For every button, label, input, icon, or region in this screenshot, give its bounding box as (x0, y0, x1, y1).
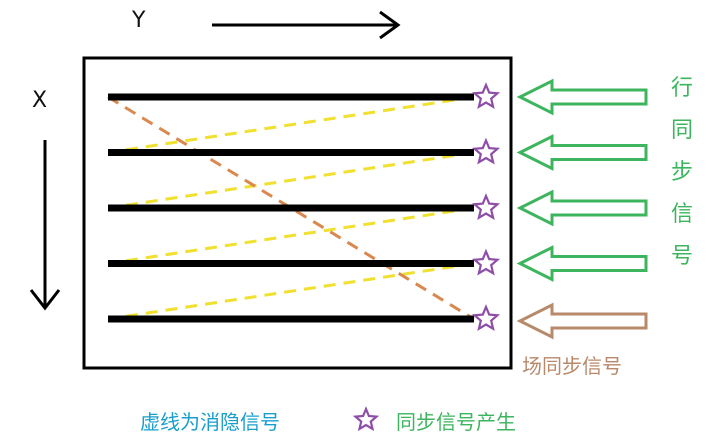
line-retrace-dash (107, 151, 475, 210)
scan-lines-group (107, 82, 501, 331)
line-sync-arrow (516, 245, 648, 282)
y-direction-arrow (212, 10, 401, 40)
sync-star-icon (471, 304, 501, 331)
sync-star-icon (471, 137, 501, 165)
x-axis-label: X (32, 88, 48, 113)
sync-star-icon (471, 193, 501, 220)
line-retrace-dash (107, 262, 475, 321)
legend-sync-label: 同步信号产生 (396, 410, 516, 434)
legend-blanking-label: 虚线为消隐信号 (140, 410, 280, 434)
frame-sync-arrow (516, 302, 648, 340)
screen-frame (82, 56, 513, 370)
sync-arrows-group (516, 78, 648, 340)
line-sync-arrow (516, 134, 648, 171)
line-retrace-dash (107, 95, 475, 154)
line-sync-label: 行同步信号 (670, 76, 693, 269)
sync-star-icon (471, 248, 501, 276)
y-axis-label: Y (132, 8, 146, 33)
frame-sync-label: 场同步信号 (522, 354, 622, 378)
sync-star-icon (471, 82, 501, 109)
frame-retrace-dash (107, 95, 475, 321)
legend-star-icon (352, 406, 380, 432)
x-direction-arrow (29, 140, 61, 311)
line-sync-arrow (516, 189, 648, 227)
line-sync-arrow (516, 78, 648, 116)
line-retrace-dash (107, 206, 475, 265)
